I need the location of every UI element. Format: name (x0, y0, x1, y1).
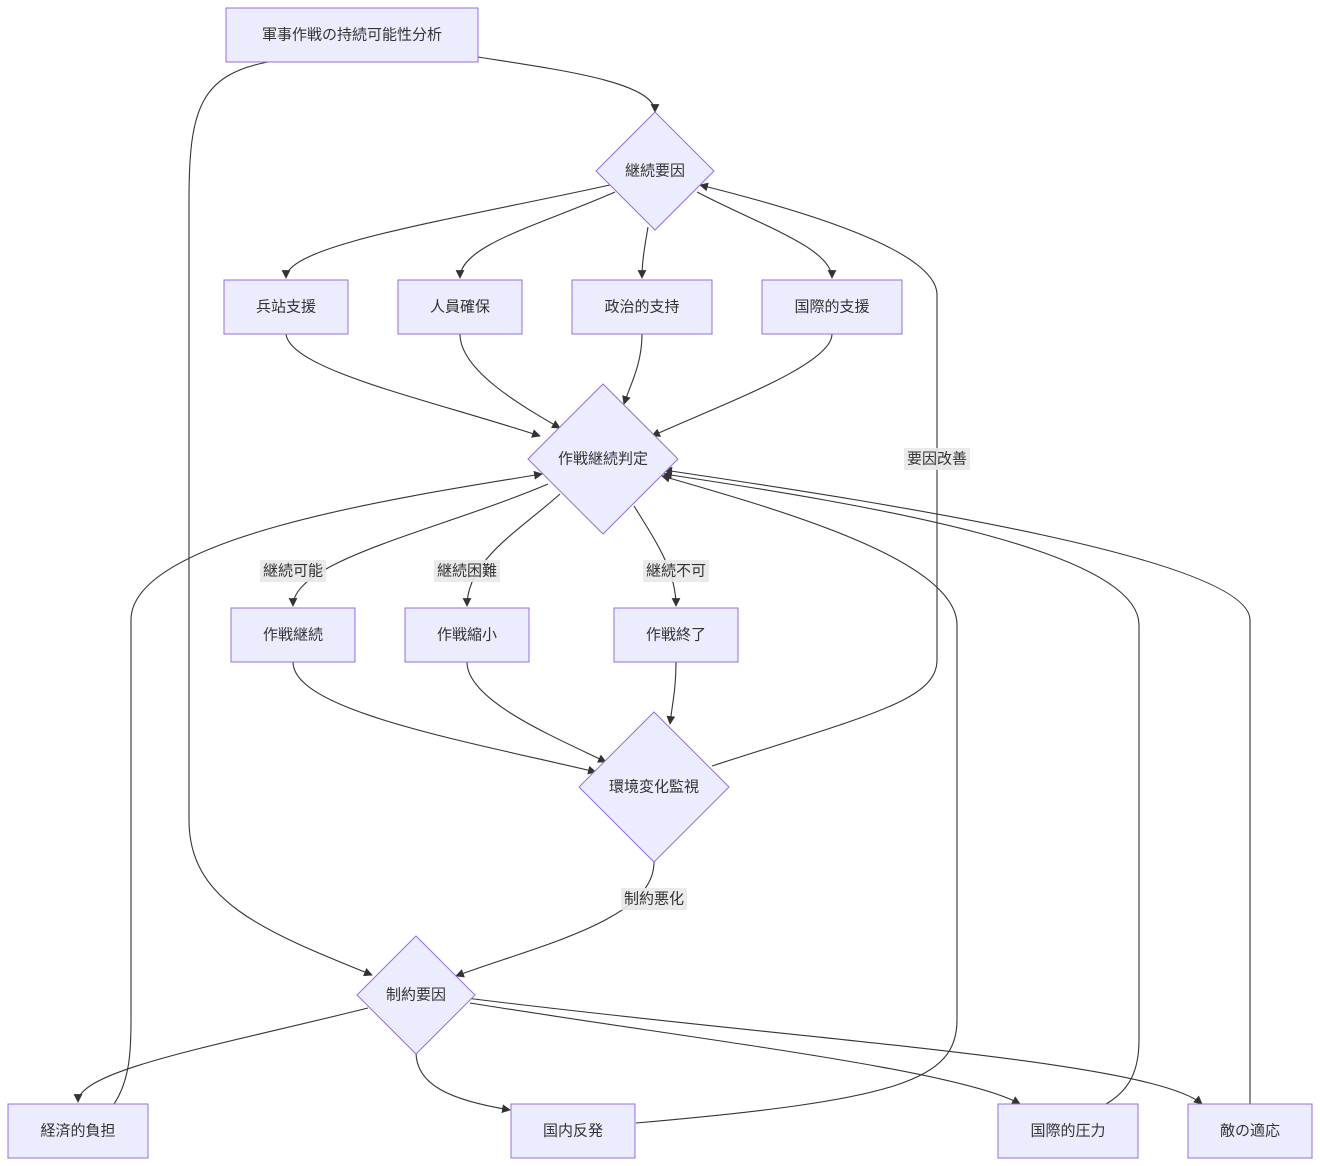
edge-constraint-to-enemy (465, 997, 1203, 1105)
svg-text:継続可能: 継続可能 (263, 562, 323, 580)
edge-personnel-to-judgment (459, 333, 561, 429)
node-judgment[interactable]: 作戦継続判定 (527, 383, 679, 535)
node-label: 国際的圧力 (1030, 1122, 1105, 1140)
node-continue-op[interactable]: 作戦継続 (230, 607, 356, 663)
edge-enemy-to-judgment (663, 466, 1251, 1104)
node-label: 継続要因 (625, 162, 685, 180)
edge-scale-down-to-monitoring (466, 661, 607, 763)
node-end-op[interactable]: 作戦終了 (613, 607, 739, 663)
edge-logistics-to-judgment (285, 333, 541, 438)
node-label: 経済的負担 (40, 1122, 115, 1140)
node-intl-support[interactable]: 国際的支援 (761, 279, 903, 335)
node-label: 作戦終了 (646, 626, 706, 644)
edge-label-impossible: 継続不可 (643, 560, 709, 582)
edge-political-to-judgment (622, 333, 643, 405)
node-label: 人員確保 (430, 298, 490, 316)
edge-label-possible: 継続可能 (260, 560, 326, 582)
svg-text:継続不可: 継続不可 (646, 562, 706, 580)
node-label: 敵の適応 (1220, 1122, 1280, 1140)
node-label: 作戦継続 (263, 626, 323, 644)
node-personnel[interactable]: 人員確保 (397, 279, 523, 335)
edge-monitoring-to-constraint (455, 861, 655, 978)
edge-intl-pressure-to-judgment (663, 470, 1140, 1105)
edge-label-difficult: 継続困難 (434, 560, 500, 582)
node-intl-pressure[interactable]: 国際的圧力 (997, 1103, 1139, 1159)
node-label: 軍事作戦の持続可能性分析 (262, 26, 442, 44)
svg-text:要因改善: 要因改善 (907, 450, 967, 468)
node-label: 兵站支援 (256, 298, 316, 316)
edge-judgment-to-continue (288, 483, 549, 607)
node-enemy-adaptation[interactable]: 敵の適応 (1187, 1103, 1313, 1159)
edge-judgment-to-scale-down (462, 493, 561, 607)
edge-economic-to-judgment (113, 470, 543, 1105)
edges (73, 56, 1251, 1124)
edge-label-improve: 要因改善 (904, 448, 970, 470)
edge-continuation-to-political (637, 226, 649, 279)
node-political[interactable]: 政治的支持 (571, 279, 713, 335)
node-label: 政治的支持 (604, 298, 679, 316)
edge-judgment-to-end (633, 505, 681, 607)
node-label: 国際的支援 (794, 298, 869, 316)
nodes: 軍事作戦の持続可能性分析 継続要因 兵站支援 人員確保 政治的支持 国際的支援 … (7, 7, 1313, 1159)
node-analysis[interactable]: 軍事作戦の持続可能性分析 (225, 7, 479, 63)
node-label: 作戦継続判定 (558, 450, 648, 468)
edge-continuation-to-logistics (281, 184, 611, 279)
edge-continuation-to-personnel (455, 191, 616, 279)
edge-label-worsen: 制約悪化 (621, 888, 687, 910)
edge-end-to-monitoring (666, 661, 677, 725)
edge-analysis-to-continuation (477, 56, 660, 113)
edge-constraint-to-domestic (415, 1051, 511, 1114)
svg-text:継続困難: 継続困難 (437, 562, 497, 580)
edge-constraint-to-intl-pressure (469, 1002, 1021, 1105)
node-label: 制約要因 (386, 986, 446, 1004)
node-continuation-factors[interactable]: 継続要因 (595, 111, 715, 231)
edge-monitoring-to-continuation (699, 182, 938, 767)
edge-intl-support-to-judgment (651, 333, 833, 437)
edge-continue-to-monitoring (292, 661, 597, 775)
node-constraint-factors[interactable]: 制約要因 (356, 935, 476, 1055)
edge-domestic-to-judgment (635, 473, 958, 1124)
node-domestic-backlash[interactable]: 国内反発 (510, 1103, 636, 1159)
node-scale-down[interactable]: 作戦縮小 (404, 607, 530, 663)
edge-analysis-to-constraint (188, 61, 373, 977)
node-logistics[interactable]: 兵站支援 (223, 279, 349, 335)
node-label: 環境変化監視 (609, 778, 699, 796)
edge-labels: 継続可能 継続困難 継続不可 要因改善 制約悪化 (260, 448, 970, 910)
edge-continuation-to-intl-support (696, 191, 837, 279)
node-monitoring[interactable]: 環境変化監視 (578, 711, 730, 863)
node-label: 国内反発 (543, 1122, 603, 1140)
edge-constraint-to-economic (73, 1007, 369, 1103)
node-economic-burden[interactable]: 経済的負担 (7, 1103, 149, 1159)
svg-text:制約悪化: 制約悪化 (624, 890, 684, 908)
node-label: 作戦縮小 (437, 626, 497, 644)
